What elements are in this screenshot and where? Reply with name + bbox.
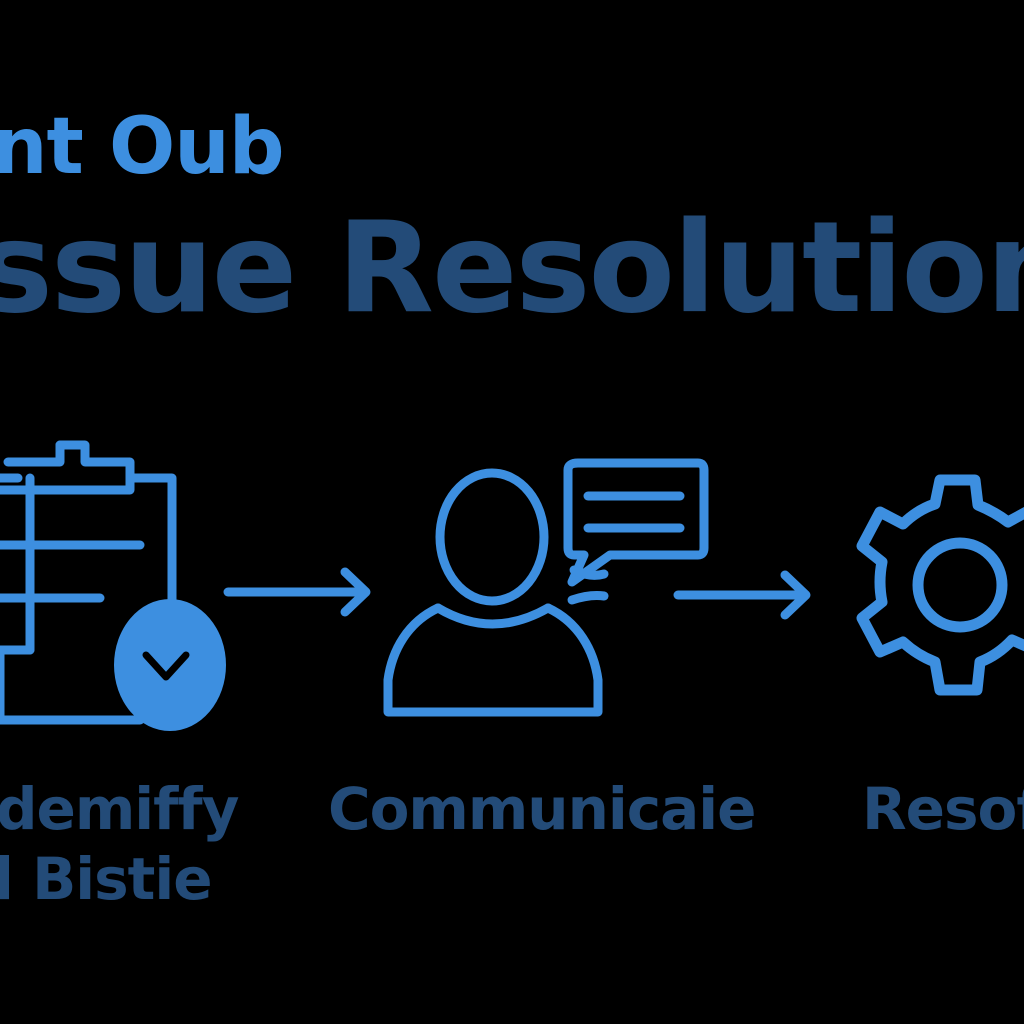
- person-chat-icon: [383, 458, 709, 717]
- clipboard-check-icon: [0, 440, 177, 725]
- check-badge-icon: [114, 599, 226, 731]
- arrow-right-icon: [673, 570, 811, 620]
- step-label-resolve: Resof: [862, 775, 1024, 843]
- gear-icon: [856, 474, 1024, 696]
- brand-title: nt Oub: [0, 102, 285, 192]
- step-label-identify-line2: l Bistie: [0, 845, 213, 913]
- page-title: ssue Resolution: [0, 194, 1024, 341]
- step-label-identify: demiffy: [0, 775, 239, 843]
- step-label-communicate: Communicaie: [328, 775, 756, 843]
- arrow-right-icon: [223, 567, 371, 617]
